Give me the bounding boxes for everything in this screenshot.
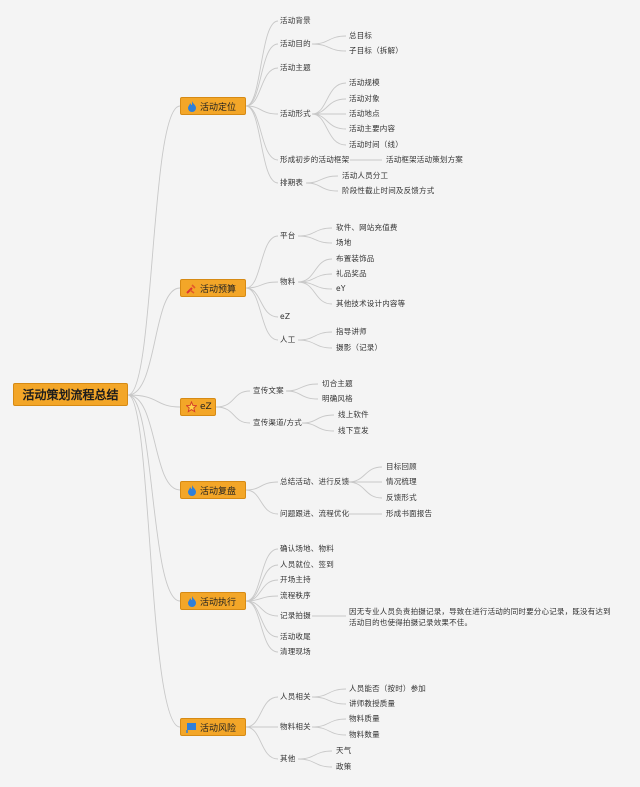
flame-icon (186, 484, 197, 496)
node-host[interactable]: 开场主持 (280, 575, 311, 584)
node-materials[interactable]: 物料 (280, 277, 296, 286)
node-material-quantity[interactable]: 物料数量 (349, 730, 380, 739)
node-materials-risk[interactable]: 物料相关 (280, 722, 311, 731)
node-sub-goal[interactable]: 子目标（拆解） (349, 46, 403, 55)
branch-label: 活动定位 (200, 102, 237, 113)
node-platform[interactable]: 平台 (280, 231, 296, 240)
node-background[interactable]: 活动背景 (280, 16, 311, 25)
branch-execution[interactable]: 活动执行 (180, 592, 246, 610)
node-goal-review[interactable]: 目标回顾 (386, 462, 417, 471)
node-policy[interactable]: 政策 (336, 762, 352, 771)
node-recording-note[interactable]: 因无专业人员负责拍摄记录，导致在进行活动的同时要分心记录，既没有达到活动目的也使… (349, 607, 611, 627)
branch-review[interactable]: 活动复盘 (180, 481, 246, 499)
node-timeline[interactable]: 活动时间（线） (349, 140, 403, 149)
node-wrap-up[interactable]: 活动收尾 (280, 632, 311, 641)
node-plan[interactable]: 活动框架活动策划方案 (386, 155, 463, 164)
node-attendance[interactable]: 人员能否（按时）参加 (349, 684, 426, 693)
branch-ez[interactable]: eZ (180, 398, 216, 416)
node-teaching-quality[interactable]: 讲师教授质量 (349, 699, 396, 708)
node-written-report[interactable]: 形成书面报告 (386, 509, 433, 518)
node-material-quality[interactable]: 物料质量 (349, 714, 380, 723)
node-online[interactable]: 线上软件 (338, 410, 369, 419)
node-personnel[interactable]: 人员相关 (280, 692, 311, 701)
node-recharge-fee[interactable]: 软件、网站充值费 (336, 223, 398, 232)
node-followup[interactable]: 问题跟进、流程优化 (280, 509, 350, 518)
node-staff-division[interactable]: 活动人员分工 (342, 171, 389, 180)
node-cleanup[interactable]: 清理现场 (280, 647, 311, 656)
node-summary-feedback[interactable]: 总结活动、进行反馈 (280, 477, 350, 486)
branch-label: 活动预算 (200, 284, 237, 295)
flame-icon (186, 595, 197, 607)
node-purpose[interactable]: 活动目的 (280, 39, 311, 48)
star-icon (186, 401, 197, 413)
node-fit-theme[interactable]: 切合主题 (322, 379, 353, 388)
branch-risk[interactable]: 活动风险 (180, 718, 246, 736)
node-other[interactable]: 其他 (280, 754, 296, 763)
node-photography[interactable]: 摄影（记录） (336, 343, 383, 352)
node-clear-style[interactable]: 明确风格 (322, 394, 353, 403)
node-offline[interactable]: 线下宣发 (338, 426, 369, 435)
branch-budget[interactable]: 活动预算 (180, 279, 246, 297)
node-framework[interactable]: 形成初步的活动框架 (280, 155, 350, 164)
node-situation[interactable]: 情况梳理 (386, 477, 417, 486)
flag-icon (186, 722, 197, 733)
wrench-icon (186, 283, 197, 294)
node-ez[interactable]: eZ (280, 312, 291, 321)
branch-label: eZ (200, 402, 212, 412)
root-topic[interactable]: 活动策划流程总结 (13, 383, 128, 406)
branch-label: 活动执行 (200, 597, 237, 608)
node-audience[interactable]: 活动对象 (349, 94, 380, 103)
node-schedule[interactable]: 排期表 (280, 178, 304, 187)
node-form[interactable]: 活动形式 (280, 109, 311, 118)
node-overall-goal[interactable]: 总目标 (349, 31, 373, 40)
branch-positioning[interactable]: 活动定位 (180, 97, 246, 115)
node-content[interactable]: 活动主要内容 (349, 124, 396, 133)
node-ey[interactable]: eY (336, 284, 346, 293)
node-channels[interactable]: 宣传渠道/方式 (253, 418, 302, 427)
node-other-tech[interactable]: 其他技术设计内容等 (336, 299, 406, 308)
node-prizes[interactable]: 礼品奖品 (336, 269, 367, 278)
node-order[interactable]: 流程秩序 (280, 591, 311, 600)
node-scale[interactable]: 活动规模 (349, 78, 380, 87)
flame-icon (186, 100, 197, 112)
node-labor[interactable]: 人工 (280, 335, 296, 344)
node-weather[interactable]: 天气 (336, 746, 352, 755)
node-decorations[interactable]: 布置装饰品 (336, 254, 375, 263)
node-venue[interactable]: 场地 (336, 238, 352, 247)
node-confirm-venue[interactable]: 确认场地、物料 (280, 544, 334, 553)
node-theme[interactable]: 活动主题 (280, 63, 311, 72)
node-deadlines[interactable]: 阶段性截止时间及反馈方式 (342, 186, 435, 195)
node-feedback-form[interactable]: 反馈形式 (386, 493, 417, 502)
node-location[interactable]: 活动地点 (349, 109, 380, 118)
branch-label: 活动风险 (200, 723, 237, 734)
node-checkin[interactable]: 人员就位、签到 (280, 560, 334, 569)
node-copywriting[interactable]: 宣传文案 (253, 386, 284, 395)
branch-label: 活动复盘 (200, 486, 237, 497)
node-instructor[interactable]: 指导讲师 (336, 327, 367, 336)
node-recording[interactable]: 记录拍摄 (280, 611, 311, 620)
